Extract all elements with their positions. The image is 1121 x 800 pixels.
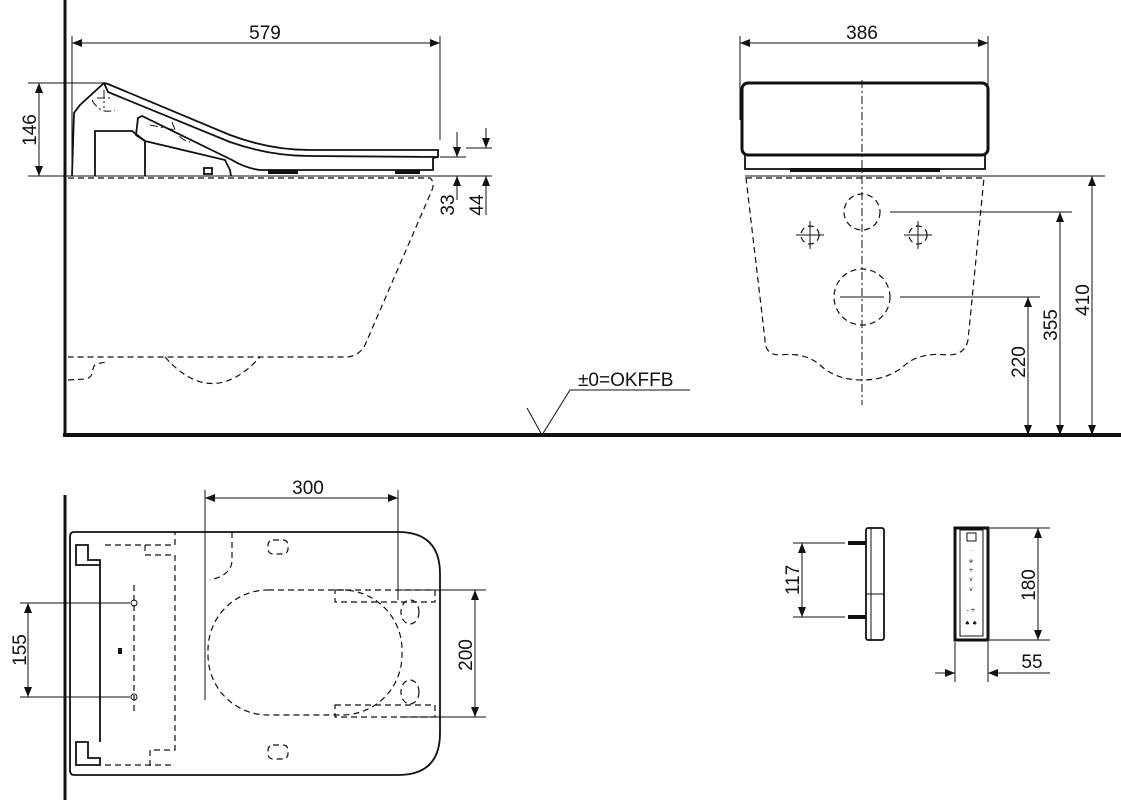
remote-control: · ᴪ + vv - + ♠ ♠ 180 55 xyxy=(935,526,1050,682)
remote-button-icons: · ᴪ + vv - + ♠ ♠ xyxy=(965,548,978,627)
svg-text:·: · xyxy=(970,548,972,555)
plan-view: 300 155 200 xyxy=(10,478,486,800)
dimension-180-label: 180 xyxy=(1019,569,1040,601)
dimension-155-label: 155 xyxy=(10,634,31,666)
dimension-55-label: 55 xyxy=(1021,652,1042,673)
svg-text:- +: - + xyxy=(966,607,975,614)
svg-text:♠ ♠: ♠ ♠ xyxy=(965,620,978,627)
front-view: 386 410 355 220 xyxy=(739,23,1105,435)
washlet-seat-side xyxy=(71,82,440,177)
dimension-lid-height-label: 146 xyxy=(20,114,41,146)
dimension-300-label: 300 xyxy=(292,478,324,499)
dimension-220-label: 220 xyxy=(1009,346,1030,378)
side-view: 579 146 33 44 xyxy=(20,0,1121,437)
dimension-33-label: 33 xyxy=(438,194,459,215)
dimension-355-label: 355 xyxy=(1041,309,1062,341)
dimension-410-label: 410 xyxy=(1073,284,1094,316)
dimension-front-width-label: 386 xyxy=(846,23,878,44)
floor-reference-label: ±0=OKFFB xyxy=(578,370,673,391)
floor-reference-symbol: ±0=OKFFB xyxy=(526,370,690,436)
dimension-200-label: 200 xyxy=(456,639,477,671)
bowl-outline-side xyxy=(67,177,434,385)
washlet-seat-front xyxy=(740,81,990,157)
dimension-117-label: 117 xyxy=(783,565,804,595)
bowl-outline-front xyxy=(745,177,985,381)
remote-bracket: 117 xyxy=(783,527,885,641)
svg-text:v: v xyxy=(969,586,973,593)
washlet-seat-plan xyxy=(69,531,441,776)
dimension-44-label: 44 xyxy=(467,194,488,216)
svg-text:+: + xyxy=(968,567,973,574)
svg-text:ᴪ: ᴪ xyxy=(969,558,973,565)
dimension-width-label: 579 xyxy=(249,23,281,44)
svg-text:v: v xyxy=(969,576,973,583)
